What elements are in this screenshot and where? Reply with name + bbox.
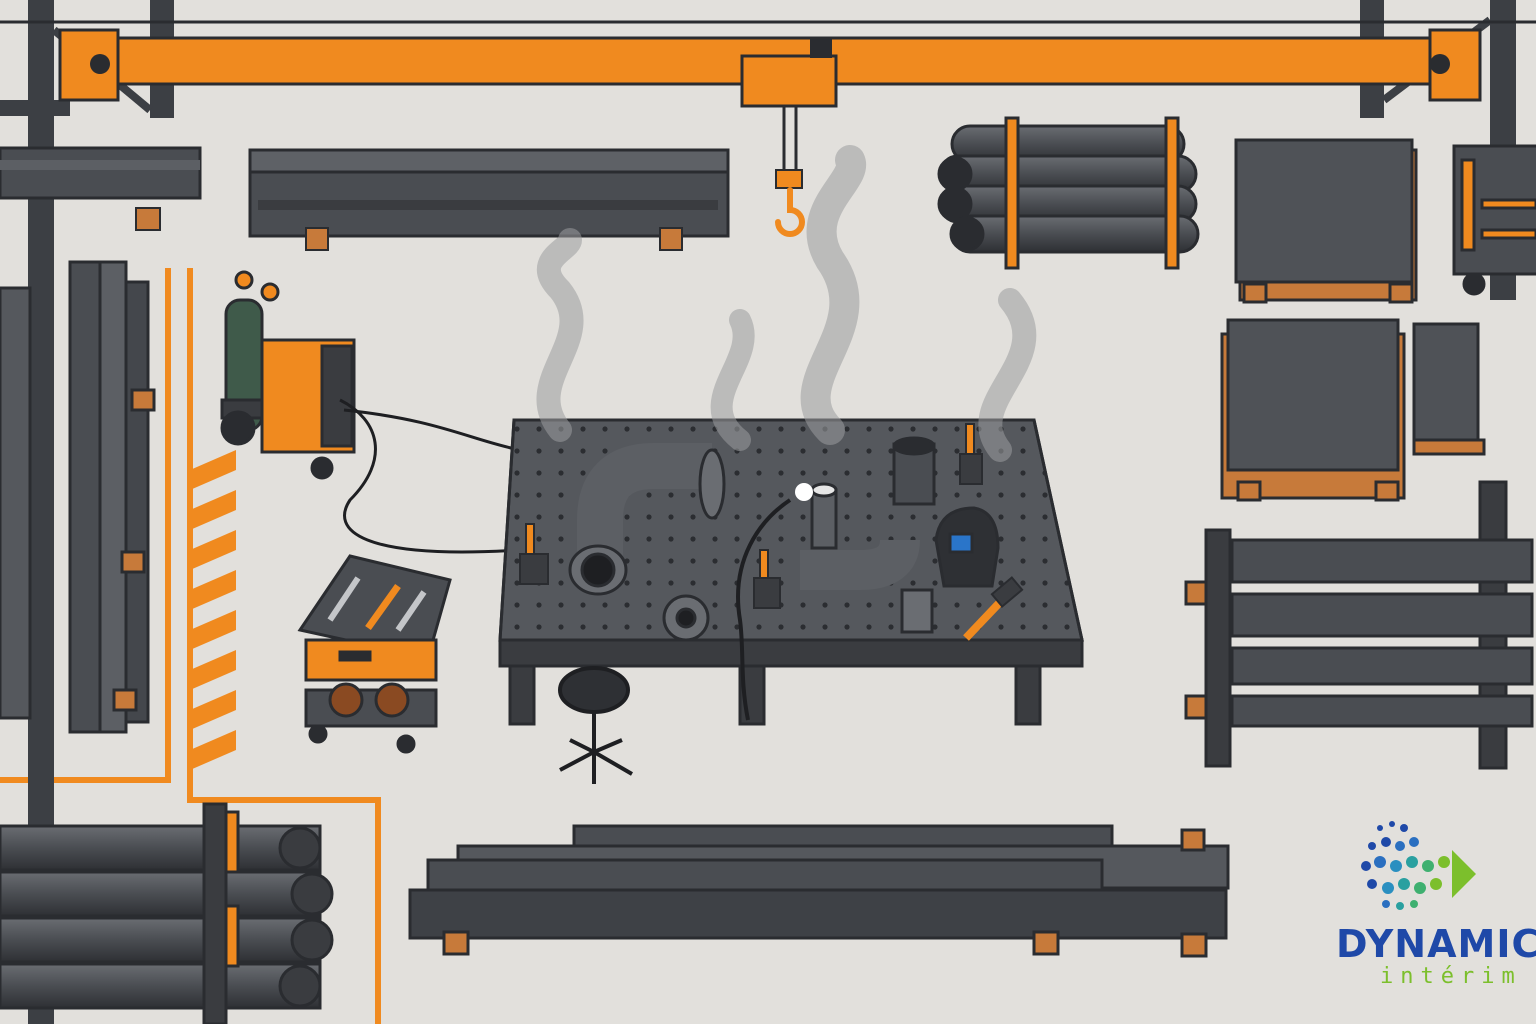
crane-hook-icon <box>775 187 805 237</box>
brand-tagline: intérim <box>1380 964 1522 989</box>
dynamic-interim-logo-mark <box>1361 821 1476 910</box>
steel-beam-top-left <box>0 146 202 231</box>
wrench-icon <box>327 576 361 622</box>
pipe-elbow-right <box>800 436 936 634</box>
steel-beams-bottom <box>408 824 1230 958</box>
welding-torch <box>736 483 813 721</box>
welding-helmet <box>934 506 1000 588</box>
steel-beams-left <box>0 260 156 734</box>
stool <box>558 666 634 784</box>
beam-rack-right <box>1184 480 1534 770</box>
steel-beam-top <box>248 148 730 251</box>
tool-cart <box>297 554 452 754</box>
hammer-icon <box>365 583 401 631</box>
table-clamps <box>519 423 983 609</box>
welding-machine <box>220 270 521 554</box>
pipe-stack-bottom <box>0 802 334 1024</box>
tool-cabinet <box>1452 144 1536 296</box>
hammer-on-table <box>963 576 1024 641</box>
crane-trolley <box>740 54 838 108</box>
brand-name: DYNAMIC <box>1336 922 1536 966</box>
safety-floor-lines <box>0 268 381 1024</box>
pipe-stack-top <box>937 116 1200 270</box>
pipe-elbow-left <box>568 443 726 642</box>
steel-plate-stack-top <box>1234 138 1418 304</box>
welding-smoke <box>536 145 1037 462</box>
hazard-stripes <box>190 450 236 770</box>
steel-plate-stack-right <box>1220 318 1486 502</box>
